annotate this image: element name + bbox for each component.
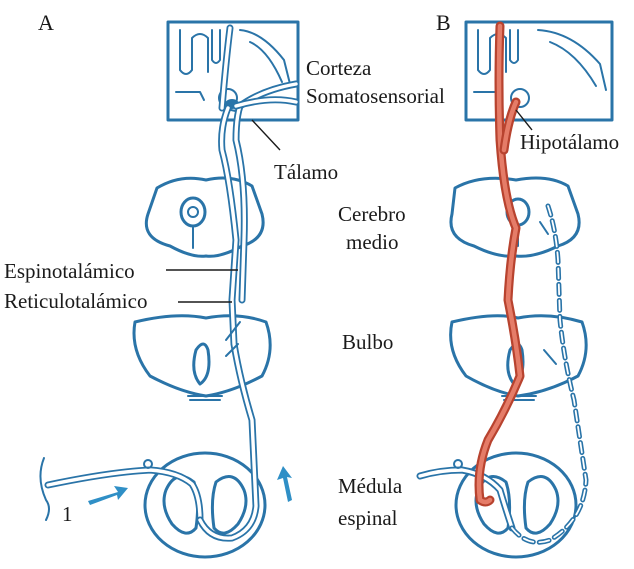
label-bulbo: Bulbo: [342, 330, 393, 354]
arrow-right-icon: [88, 486, 128, 505]
cortex-section-b: [466, 22, 612, 120]
panel-b-drawing: [420, 22, 612, 557]
arrow-up-icon: [277, 466, 292, 502]
panel-a-letter: A: [38, 10, 54, 35]
label-somatosensorial: Somatosensorial: [306, 84, 445, 108]
peripheral-nerve-b: [420, 460, 512, 528]
label-cerebro: Cerebro: [338, 202, 406, 226]
panel-b-letter: B: [436, 10, 451, 35]
medulla-section-a: [134, 316, 270, 400]
label-corteza: Corteza: [306, 56, 371, 80]
spinal-cord-section-b: [456, 453, 576, 557]
label-number-one: 1: [62, 502, 73, 526]
label-hipotalamo: Hipotálamo: [520, 130, 619, 154]
ascending-tracts-a: [200, 28, 296, 538]
label-medio: medio: [346, 230, 399, 254]
label-reticulotalamico: Reticulotalámico: [4, 289, 147, 313]
label-medula: Médula: [338, 474, 402, 498]
label-espinotalamico: Espinotalámico: [4, 259, 135, 283]
label-espinal: espinal: [338, 506, 397, 530]
red-pathway-b: [479, 26, 520, 502]
label-talamo: Tálamo: [274, 160, 338, 184]
